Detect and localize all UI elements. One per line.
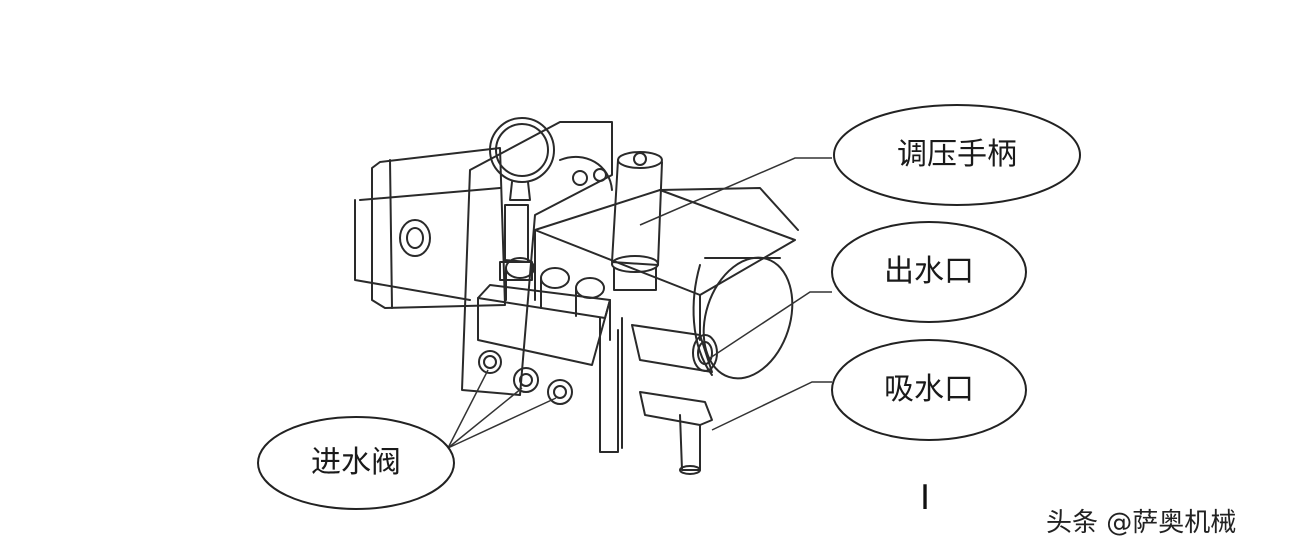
callout-ellipse-water-outlet bbox=[831, 221, 1027, 323]
pressure-gauge bbox=[489, 117, 555, 281]
callout-ellipse-water-inlet bbox=[831, 339, 1027, 441]
manifold bbox=[477, 257, 611, 366]
pump-body-left bbox=[354, 147, 506, 309]
leader-inlet-valve-1 bbox=[447, 369, 489, 449]
vertical-pipe bbox=[599, 317, 623, 453]
outlet-fitting bbox=[631, 324, 718, 373]
pump-main-block bbox=[534, 187, 799, 341]
label-water-inlet: 吸水口 bbox=[884, 372, 974, 407]
leader-pressure-handle bbox=[639, 157, 832, 226]
pump-flange bbox=[461, 121, 613, 396]
label-pressure-handle: 调压手柄 bbox=[897, 137, 1017, 172]
pressure-handle-part bbox=[611, 151, 663, 291]
leader-water-inlet bbox=[711, 381, 832, 431]
inlet-valve-parts bbox=[478, 350, 573, 405]
label-water-outlet: 出水口 bbox=[884, 254, 974, 289]
figure-mark: I bbox=[920, 478, 931, 518]
leader-inlet-valve-2 bbox=[447, 387, 523, 449]
callout-ellipse-pressure-handle bbox=[833, 104, 1081, 206]
leader-inlet-valve-3 bbox=[447, 397, 557, 449]
label-inlet-valve: 进水阀 bbox=[311, 445, 401, 480]
leader-water-outlet bbox=[709, 291, 832, 359]
suction-fitting bbox=[639, 391, 713, 475]
callout-ellipse-inlet-valve bbox=[257, 416, 455, 510]
watermark: 头条 @萨奥机械 bbox=[1046, 508, 1237, 538]
